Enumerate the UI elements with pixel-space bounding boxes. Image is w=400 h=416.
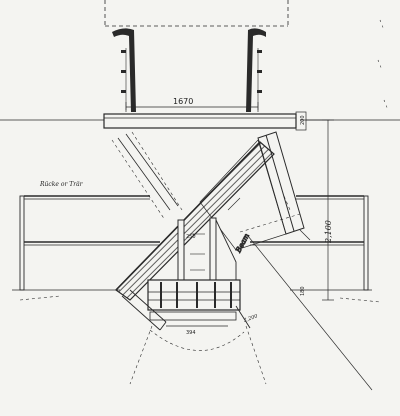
right-frame (250, 195, 372, 291)
right-edge-marks (377, 19, 389, 111)
top-chute-walls (112, 28, 266, 112)
top-dashed-housing (104, 0, 289, 27)
beam-label: Beam (234, 232, 251, 255)
right-height-dimension: 2,100 (322, 119, 334, 301)
lower-inclined-frame (121, 289, 251, 331)
right-height-label: 2,100 (324, 220, 333, 244)
left-frame: Rücke or Trär (12, 181, 160, 291)
bottom-left-dim-label: 394 (186, 330, 196, 336)
upper-arm (117, 133, 179, 211)
top-base-plate: 200 (103, 111, 307, 131)
left-member-label: Rücke or Trär (39, 181, 84, 188)
flange-small-label: 250 (186, 234, 196, 240)
long-diagonal-line (247, 229, 373, 391)
diagonal-hatched-plate (115, 141, 275, 301)
top-width-dimension: 1670 (125, 97, 259, 112)
bottom-bolted-base (147, 279, 241, 321)
central-pedestal: 250 (177, 217, 237, 281)
bottom-dimensions: 394 2,200 180 (166, 286, 306, 336)
lower-note-label: 180 (300, 286, 306, 296)
dashed-projection-outline (19, 131, 381, 385)
top-width-label: 1670 (173, 97, 193, 106)
bottom-right-dim-label: 2,200 (242, 313, 259, 324)
